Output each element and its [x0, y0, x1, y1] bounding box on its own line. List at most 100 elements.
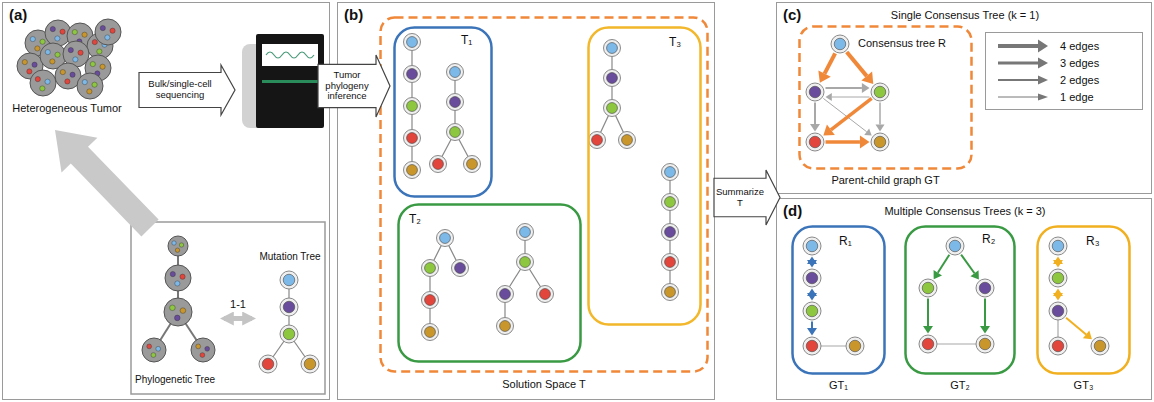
mutation-ring	[464, 156, 481, 173]
arrow-head	[860, 136, 870, 149]
mutation-ring	[447, 124, 464, 141]
phylogeny-figure: Phylogenetic Tree	[129, 233, 221, 393]
legend-row: 1 edge	[994, 88, 1134, 105]
node-shape	[397, 203, 582, 363]
block-arrow-shape	[318, 55, 390, 117]
mutation-dot	[809, 86, 821, 98]
mutation-ring	[919, 279, 937, 297]
cell-mutation	[60, 70, 65, 75]
mutation-dot	[450, 97, 461, 108]
mutation-dot	[849, 340, 861, 352]
graph-arrow	[826, 87, 862, 89]
arrow-head	[807, 328, 817, 336]
graph-label: GT₂	[904, 379, 1016, 392]
cell-mutation	[68, 48, 73, 53]
mutation-dot	[407, 133, 418, 144]
dashed-outline	[800, 27, 972, 169]
mutation-ring	[803, 302, 821, 320]
edge-label: 1-1	[228, 298, 248, 311]
cell-mutation	[156, 346, 161, 351]
legend-line	[998, 61, 1038, 64]
cell-mutation	[30, 37, 35, 42]
legend-head	[1038, 57, 1048, 68]
cell-mutation	[65, 79, 70, 84]
block-arrow: Bulk/single-cell sequencing	[139, 65, 235, 115]
mutation-dot	[450, 127, 461, 138]
cell-mutation	[170, 305, 176, 311]
block-arrow: Summarize T	[714, 170, 780, 225]
mutation-ring	[280, 325, 298, 343]
mutation-ring	[404, 98, 421, 115]
mutation-tree-figure: Mutation Tree	[255, 251, 325, 386]
mutation-ring	[803, 237, 821, 255]
mutation-dot	[1052, 340, 1064, 352]
tumor-cell	[164, 298, 192, 326]
tumor-cell	[142, 338, 166, 362]
dna-helix	[266, 52, 314, 58]
mutation-ring	[1049, 237, 1067, 255]
block-arrow-shape	[714, 170, 780, 225]
arrow-head	[861, 72, 873, 84]
mutation-dot	[806, 305, 818, 317]
mutation-dot	[540, 289, 551, 300]
cell-mutation	[205, 346, 210, 351]
mutation-dot	[874, 86, 886, 98]
panel: R₁GT₁R₂GT₂R₃GT₃(d)Multiple Consensus Tre…	[776, 198, 1152, 400]
mutation-dot	[262, 358, 274, 370]
node-shape	[798, 25, 973, 193]
legend-text: 1 edge	[1060, 91, 1094, 103]
mutation-ring	[447, 94, 464, 111]
mutation-dot	[1052, 272, 1064, 284]
graph-arrow	[832, 97, 870, 98]
cell-mutation	[100, 26, 105, 31]
mutation-ring	[803, 337, 821, 355]
cell-mutation	[50, 59, 55, 64]
legend-swatch	[994, 39, 1052, 53]
arrow-head	[934, 270, 942, 279]
mutation-dot	[425, 295, 436, 306]
panel-letter: (d)	[783, 202, 823, 219]
mutation-ring	[662, 284, 679, 301]
mutation-ring	[589, 132, 606, 149]
graph-arrow	[879, 103, 881, 125]
region-label: Solution Space T	[379, 378, 709, 391]
cluster-outline	[906, 227, 1015, 374]
mutation-dot	[407, 165, 418, 176]
figure-caption: Heterogeneous Tumor	[6, 102, 128, 115]
arrow-head	[818, 70, 830, 82]
mutation-dot	[665, 167, 676, 178]
mutation-ring	[803, 269, 821, 287]
legend-row: 4 edges	[994, 37, 1134, 54]
consensus-box: R₃ GT₃	[1036, 225, 1131, 397]
arrow-head	[807, 289, 817, 297]
mutation-dot	[809, 136, 821, 148]
arrow-head	[970, 270, 978, 279]
node-shape	[904, 225, 1016, 397]
mutation-ring	[604, 100, 621, 117]
figure-caption: Mutation Tree	[255, 251, 325, 263]
mutation-dot	[979, 282, 991, 294]
arrow-head	[876, 125, 885, 132]
graph-label: Parent-child graph GT	[798, 174, 973, 187]
cell-mutation	[70, 72, 75, 77]
legend-swatch	[994, 56, 1052, 70]
arrow-head	[826, 93, 832, 101]
cell-mutation	[175, 248, 179, 252]
mutation-ring	[831, 35, 849, 53]
mutation-dot	[834, 38, 846, 50]
graph-label: GT₃	[1036, 379, 1131, 392]
cell-mutation	[55, 52, 60, 57]
mutation-ring	[422, 260, 439, 277]
tree-label: R₃	[1086, 235, 1116, 249]
cluster-outline	[395, 28, 492, 197]
legend-text: 2 edges	[1060, 74, 1099, 86]
mutation-ring	[404, 130, 421, 147]
mutation-ring	[452, 260, 469, 277]
tumor-cell	[165, 265, 191, 291]
mutation-dot	[665, 257, 676, 268]
mutation-ring	[404, 66, 421, 83]
panel-letter: (c)	[783, 6, 823, 23]
cell-mutation	[90, 62, 95, 67]
mutation-dot	[304, 358, 316, 370]
